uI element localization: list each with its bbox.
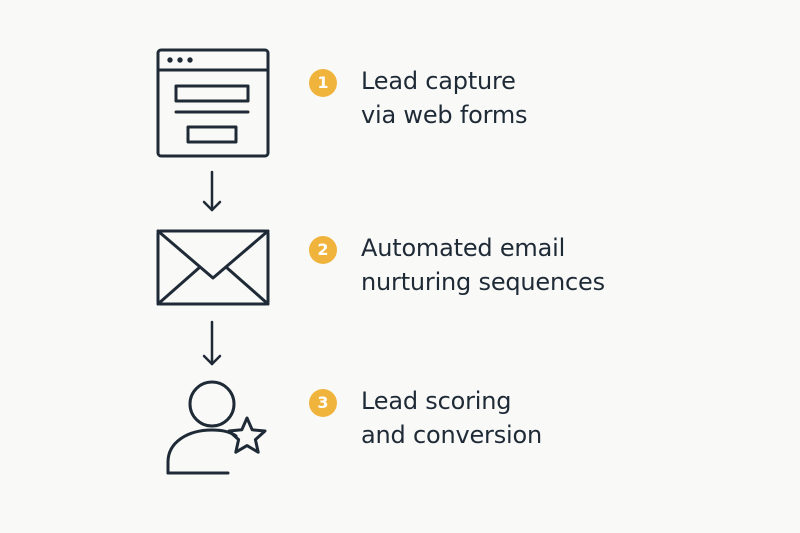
step-label-line: Lead scoring [361, 387, 512, 415]
browser-dot [187, 57, 193, 63]
step-label: Lead scoring and conversion [361, 384, 542, 452]
step-2: 2 Automated email nurturing sequences [309, 231, 605, 299]
step-3: 3 Lead scoring and conversion [309, 384, 542, 452]
envelope-icon [156, 229, 270, 306]
step-1: 1 Lead capture via web forms [309, 64, 528, 132]
step-label-line: nurturing sequences [361, 268, 605, 296]
browser-dot [177, 57, 183, 63]
step-label: Lead capture via web forms [361, 64, 528, 132]
browser-dot [167, 57, 173, 63]
star-icon [227, 416, 267, 454]
browser-window-frame [156, 48, 270, 158]
browser-form-icon [156, 48, 270, 158]
down-arrow-icon [202, 320, 222, 366]
down-arrow-icon [202, 170, 222, 212]
step-label-line: Automated email [361, 234, 566, 262]
step-number-badge: 1 [309, 69, 337, 97]
user-star-icon [166, 380, 267, 475]
step-label-line: Lead capture [361, 67, 516, 95]
step-number-badge: 3 [309, 389, 337, 417]
step-label: Automated email nurturing sequences [361, 231, 605, 299]
step-label-line: and conversion [361, 421, 542, 449]
user-body-icon [166, 428, 238, 475]
step-number-badge: 2 [309, 236, 337, 264]
user-head-icon [188, 380, 236, 428]
step-label-line: via web forms [361, 101, 528, 129]
form-submit-button-icon [186, 125, 238, 144]
form-field-icon [174, 84, 250, 103]
